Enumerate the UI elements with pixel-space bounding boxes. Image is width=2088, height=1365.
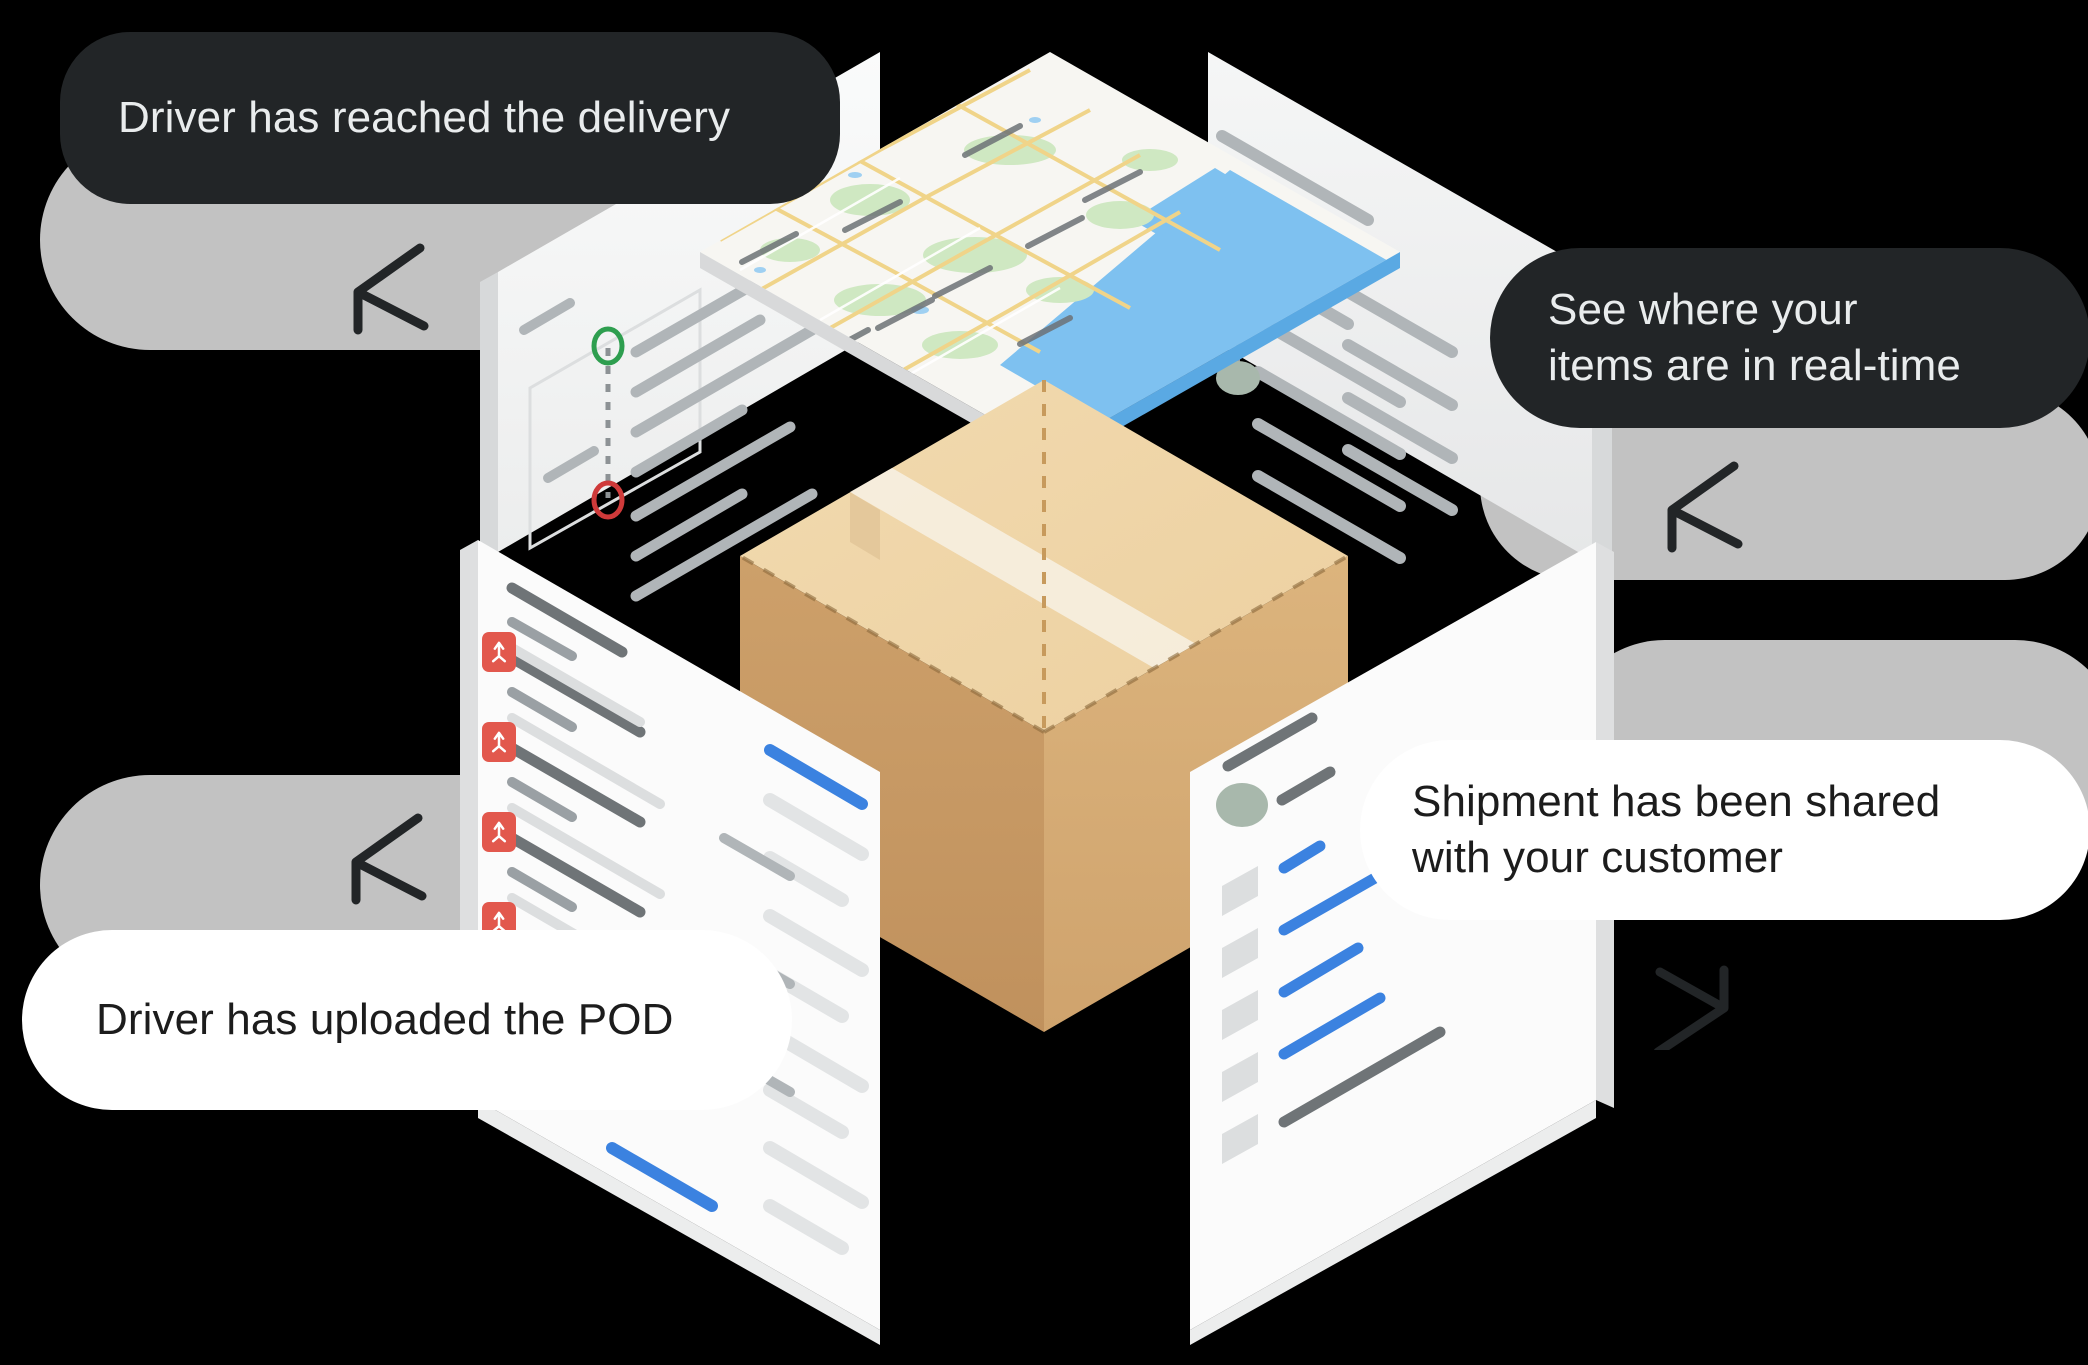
avatar-circle-icon [1216,361,1260,395]
arrow-pointer-icon-bottom-right [1653,965,1729,1050]
callout-driver-reached-delivery[interactable]: Driver has reached the delivery [60,32,840,204]
customer-share-panel [1190,542,1614,1345]
pdf-glyph [491,641,507,663]
callout-text: Driver has reached the delivery [118,92,731,142]
arrow-pointer-icon-right-upper [1667,461,1743,553]
pdf-glyph [491,911,507,933]
callout-shipment-shared[interactable]: Shipment has been shared with your custo… [1360,740,2088,920]
avatar-circle-icon [1216,783,1268,827]
live-map-panel [700,52,1400,468]
arrow-pointer-icon-top-left [353,243,429,335]
callout-real-time-tracking[interactable]: See where your items are in real-time [1490,248,2088,428]
callout-driver-uploaded-pod[interactable]: Driver has uploaded the POD [22,930,792,1110]
pdf-file-icon[interactable] [482,722,516,762]
origin-circle-icon [591,326,625,366]
arrow-pointer-icon-bottom-left [351,813,427,905]
pdf-file-icon[interactable] [482,632,516,672]
cardboard-box [738,380,1350,1032]
callout-text: Shipment has been shared with your custo… [1412,776,1941,882]
callout-text: See where your items are in real-time [1548,284,1961,390]
pdf-glyph [491,821,507,843]
pdf-glyph [491,731,507,753]
pdf-file-icon[interactable] [482,812,516,852]
callout-text: Driver has uploaded the POD [96,994,674,1044]
destination-circle-icon [591,480,625,520]
